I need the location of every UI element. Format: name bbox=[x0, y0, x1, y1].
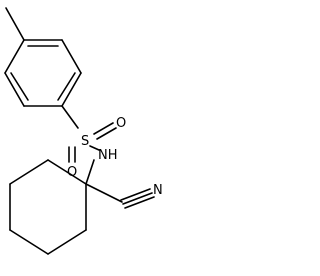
ring-double-bond bbox=[57, 72, 76, 101]
oxygen-right-label: O bbox=[116, 116, 126, 131]
sulfonyl-double-bond bbox=[93, 122, 114, 135]
nitrogen-carbon-bond bbox=[85, 159, 95, 185]
sulfonyl-double-bond bbox=[96, 127, 117, 140]
aryl-sulfur-bond bbox=[61, 105, 79, 129]
oxygen-bottom-label: O bbox=[67, 165, 77, 180]
nitrile-nitrogen-label: N bbox=[153, 183, 163, 198]
ring-bond bbox=[9, 229, 49, 255]
carbon-nitrile-bond bbox=[85, 183, 123, 203]
benzene-ring bbox=[4, 39, 82, 107]
nitrile-bond-line bbox=[124, 196, 155, 209]
cyclohexane-ring bbox=[9, 159, 87, 255]
chemical-structure: S O O NH N bbox=[4, 7, 163, 255]
nitrile-bond-line bbox=[122, 192, 153, 205]
nitrile-bond-line bbox=[120, 188, 151, 201]
nitrile-triple-bond bbox=[120, 188, 155, 209]
methyl-bond bbox=[5, 7, 25, 41]
ring-bond bbox=[4, 39, 25, 74]
ring-bond bbox=[61, 39, 82, 74]
ring-double-bond bbox=[10, 72, 29, 101]
amide-nh-label: NH bbox=[98, 148, 118, 163]
ring-bond bbox=[61, 72, 82, 107]
sulfur-nitrogen-bond bbox=[89, 145, 100, 151]
ring-bond bbox=[9, 159, 49, 185]
sulfur-label: S bbox=[81, 134, 89, 149]
ring-bond bbox=[4, 72, 25, 107]
ring-bond bbox=[47, 229, 87, 255]
ring-bond bbox=[47, 159, 87, 185]
